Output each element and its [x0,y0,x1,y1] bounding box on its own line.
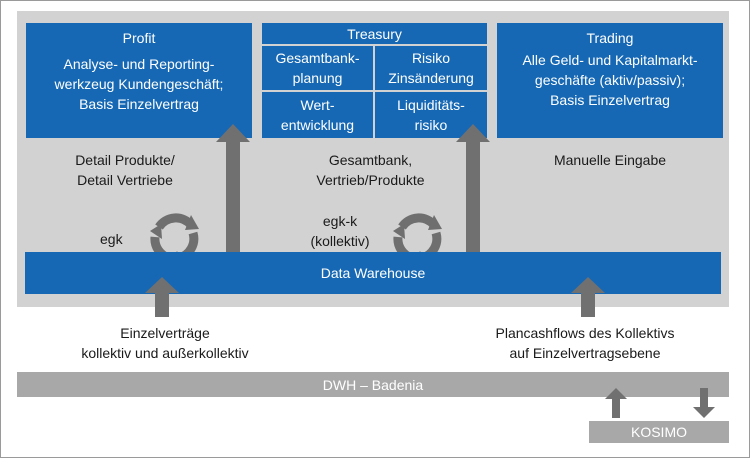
profit-description: Analyse- und Reporting- werkzeug Kundeng… [26,54,252,114]
treasury-cell-wertentwicklung: Wert-entwicklung [262,92,373,138]
data-warehouse-label: Data Warehouse [320,265,426,281]
profit-line-1: Analyse- und Reporting- [63,56,215,72]
kosimo-bar: KOSIMO [589,421,729,443]
treasury-cell-gesamtbankplanung: Gesamtbank-planung [262,46,373,90]
caption-detail: Detail Produkte/ Detail Vertriebe [75,152,175,188]
dwh-badenia-bar: DWH – Badenia [17,372,729,397]
arrow-up-to-profit [216,124,250,260]
label-egk: egk [100,231,123,247]
caption-einzelvertraege: Einzelverträge kollektiv und außerkollek… [81,325,249,361]
trading-line-1: Alle Geld- und Kapitalmarkt- [522,52,698,68]
label-egk-k: egk-k (kollektiv) [310,213,370,249]
caption-manuelle-eingabe: Manuelle Eingabe [553,152,667,168]
trading-description: Alle Geld- und Kapitalmarkt- geschäfte (… [497,50,723,110]
dwh-badenia-label: DWH – Badenia [322,376,424,393]
profit-box: Profit Analyse- und Reporting- werkzeug … [26,23,252,138]
profit-title: Profit [122,30,156,46]
treasury-title: Treasury [262,23,487,44]
caption-gesamtbank: Gesamtbank, Vertrieb/Produkte [316,152,425,188]
profit-line-3: Basis Einzelvertrag [79,96,199,112]
data-warehouse-bar: Data Warehouse [25,252,721,294]
trading-title: Trading [586,30,634,46]
caption-plancashflows: Plancashflows des Kollektivs auf Einzelv… [495,325,675,361]
arrow-up-to-treasury [456,124,490,260]
arrow-down-badenia-to-kosimo [693,388,715,418]
arrow-up-plancashflows [571,277,605,317]
arrow-up-einzelvertraege [145,277,179,317]
trading-box: Trading Alle Geld- und Kapitalmarkt- ges… [497,23,723,138]
trading-line-3: Basis Einzelvertrag [550,92,670,108]
trading-line-2: geschäfte (aktiv/passiv); [534,72,686,88]
kosimo-label: KOSIMO [630,424,687,440]
profit-line-2: werkzeug Kundengeschäft; [54,76,224,92]
arrow-up-kosimo-to-badenia [605,388,627,418]
